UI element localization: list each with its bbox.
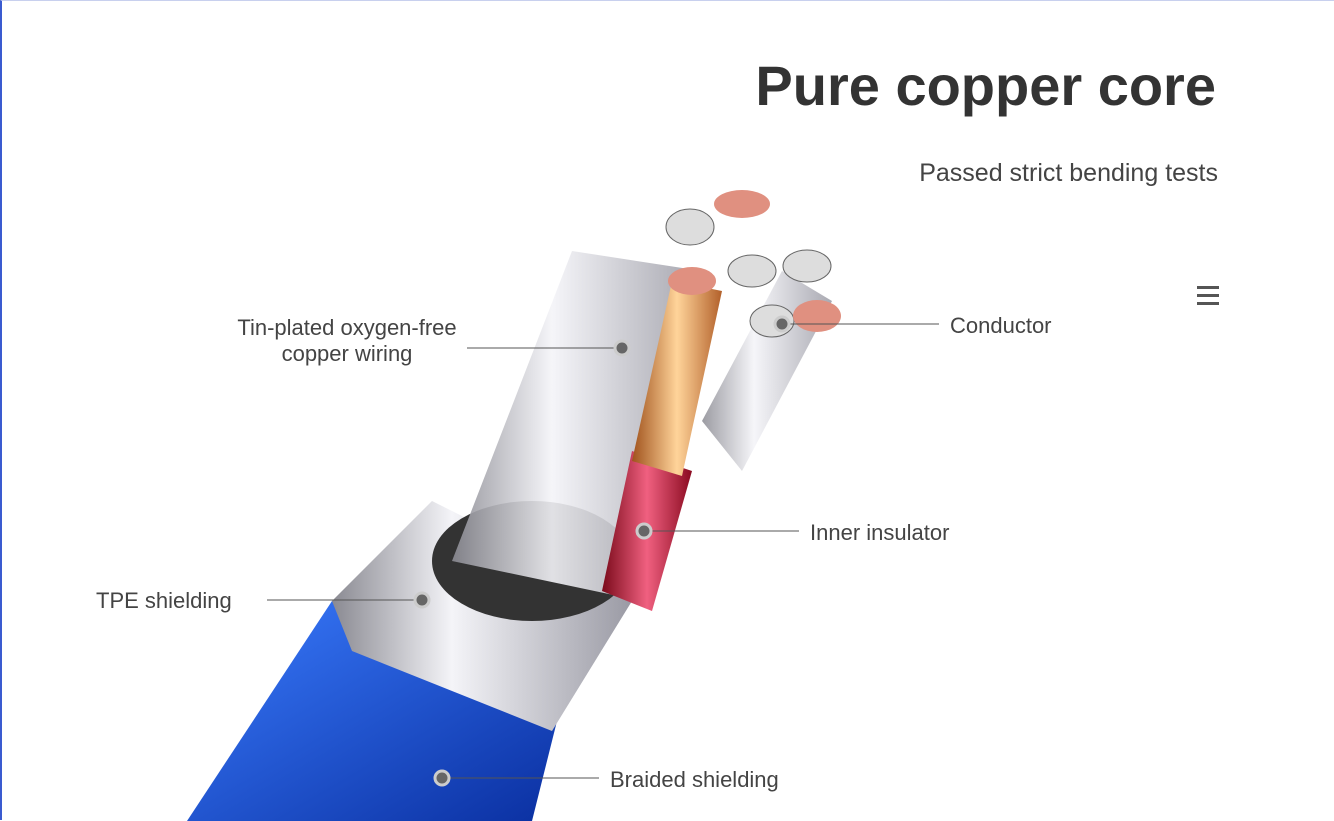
page-title: Pure copper core — [755, 54, 1216, 117]
leader-lines — [267, 323, 939, 779]
callout-dots — [413, 315, 791, 787]
label-tin-plated-wiring: Tin-plated oxygen-free copper wiring — [227, 315, 467, 367]
label-conductor: Conductor — [950, 313, 1052, 338]
label-line: copper wiring — [281, 341, 413, 366]
hamburger-menu-icon[interactable] — [1197, 286, 1219, 308]
copper-core — [632, 281, 722, 476]
page-subtitle: Passed strict bending tests — [919, 159, 1218, 187]
braided-shield — [187, 601, 562, 821]
label-line: Tin-plated oxygen-free — [237, 315, 457, 340]
tpe-jacket — [332, 501, 632, 731]
label-braided-shielding: Braided shielding — [610, 767, 779, 792]
label-tpe-shielding: TPE shielding — [96, 588, 232, 613]
label-inner-insulator: Inner insulator — [810, 520, 950, 545]
